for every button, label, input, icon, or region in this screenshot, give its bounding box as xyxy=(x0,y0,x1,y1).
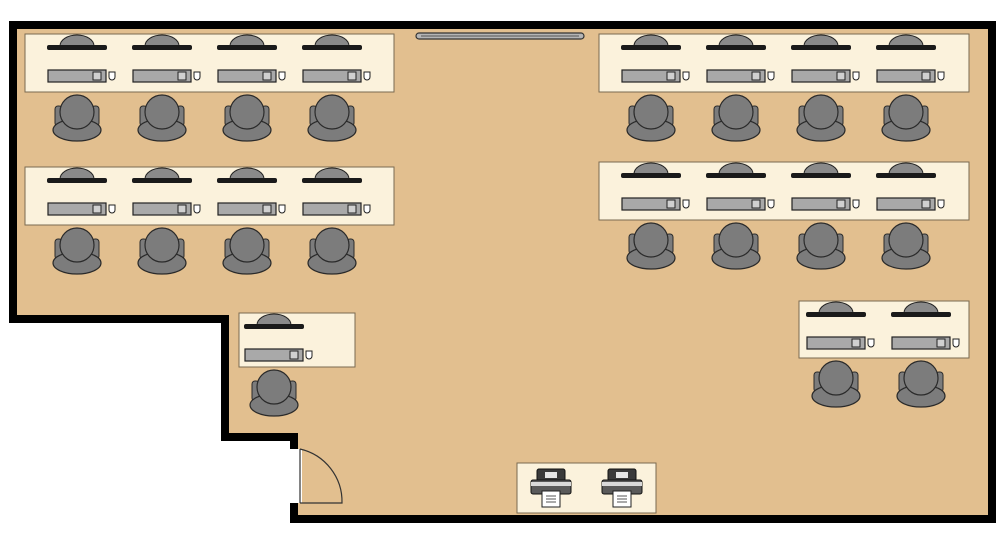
computer-tower-icon xyxy=(132,202,201,216)
whiteboard-icon xyxy=(415,32,585,40)
computer-tower-icon xyxy=(132,69,201,83)
computer-tower-icon xyxy=(217,69,286,83)
computer-tower-icon xyxy=(302,69,371,83)
computer-tower-icon xyxy=(706,69,775,83)
printer-table xyxy=(516,462,657,514)
desk-group-mid-left xyxy=(24,166,395,275)
computer-tower-icon xyxy=(47,69,116,83)
computer-tower-icon xyxy=(791,197,860,211)
desk-group-mid-right xyxy=(598,161,970,270)
door-icon[interactable] xyxy=(286,448,343,504)
desk-group-top-right xyxy=(598,33,970,142)
computer-tower-icon xyxy=(621,197,690,211)
computer-tower-icon xyxy=(791,69,860,83)
desk-single-center-left xyxy=(238,312,356,417)
computer-tower-icon xyxy=(706,197,775,211)
computer-tower-icon xyxy=(891,336,960,350)
desk-group-lower-right xyxy=(798,300,970,408)
computer-tower-icon xyxy=(244,348,313,362)
computer-tower-icon xyxy=(876,69,945,83)
desk-group-top-left xyxy=(24,33,395,142)
computer-tower-icon xyxy=(621,69,690,83)
computer-tower-icon xyxy=(217,202,286,216)
computer-tower-icon xyxy=(302,202,371,216)
computer-tower-icon xyxy=(47,202,116,216)
computer-tower-icon xyxy=(876,197,945,211)
computer-tower-icon xyxy=(806,336,875,350)
